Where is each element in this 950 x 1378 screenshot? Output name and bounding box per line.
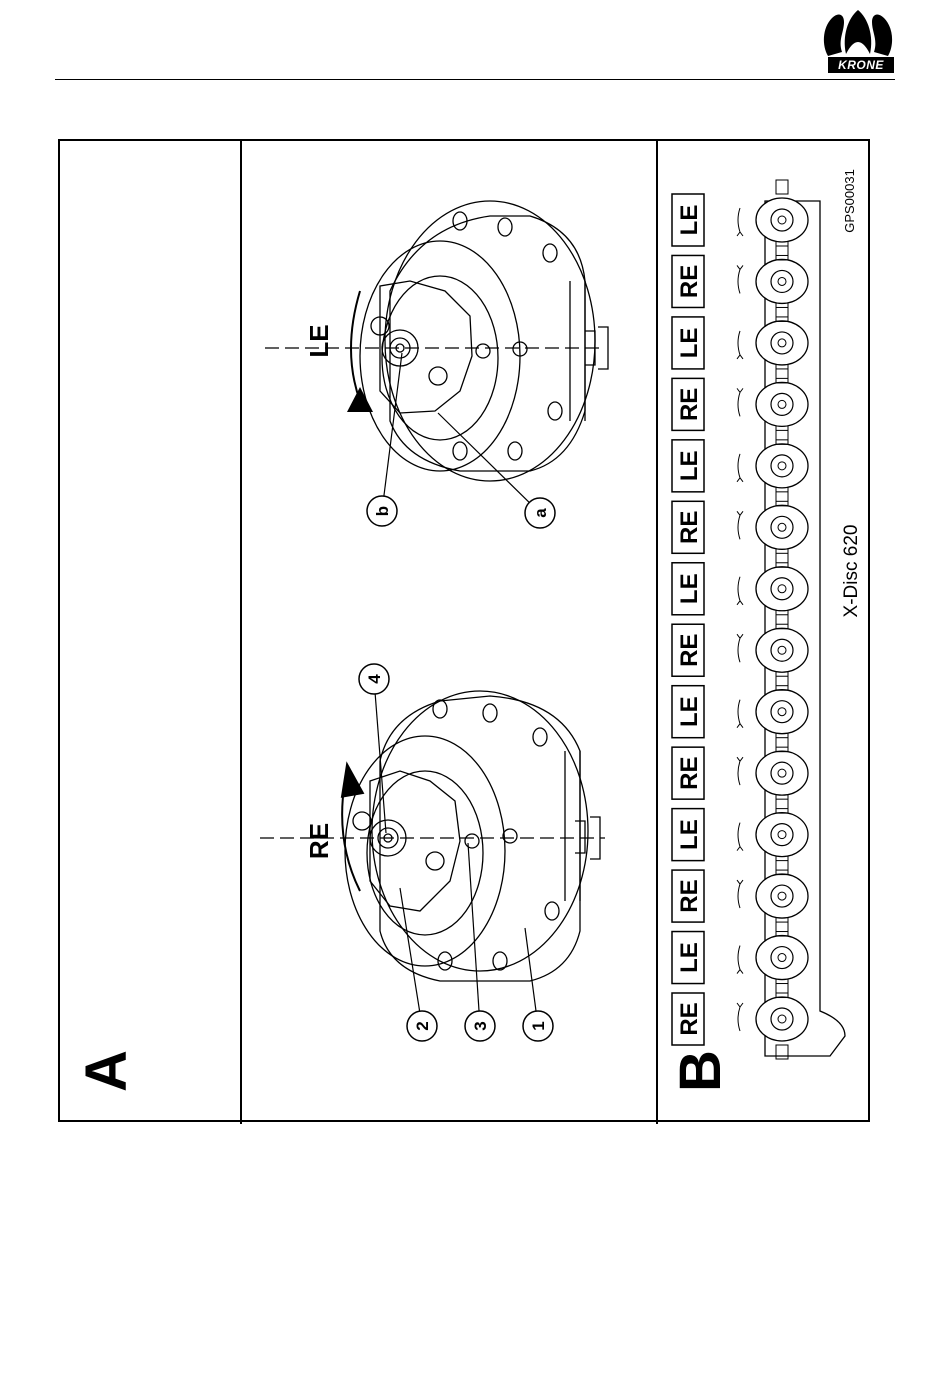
svg-text:a: a bbox=[531, 508, 550, 518]
rotation-label-12: LE bbox=[672, 317, 704, 369]
rotation-label-10: LE bbox=[672, 440, 704, 492]
svg-text:LE: LE bbox=[676, 942, 703, 973]
cutter-disc-6 bbox=[737, 672, 808, 752]
hub-right-direction-label: RE bbox=[304, 823, 334, 859]
cutter-disc-13 bbox=[737, 241, 808, 321]
svg-text:LE: LE bbox=[676, 451, 703, 482]
cutter-bar bbox=[737, 180, 845, 1059]
svg-text:RE: RE bbox=[676, 1002, 703, 1035]
rotation-label-6: LE bbox=[672, 686, 704, 738]
rotation-label-3: RE bbox=[672, 870, 704, 922]
drawing-id: GPS00031 bbox=[842, 169, 857, 233]
cutter-disc-3 bbox=[737, 856, 808, 936]
figure-drawing: A B RE 1 2 bbox=[60, 141, 872, 1124]
rotation-label-1: RE bbox=[672, 993, 704, 1045]
cutter-disc-14 bbox=[737, 180, 808, 260]
svg-text:RE: RE bbox=[676, 511, 703, 544]
rotation-label-11: RE bbox=[672, 378, 704, 430]
cutter-disc-11 bbox=[737, 364, 808, 444]
rotation-label-7: RE bbox=[672, 624, 704, 676]
svg-text:LE: LE bbox=[676, 205, 703, 236]
callout-1: 1 bbox=[523, 928, 553, 1041]
svg-text:RE: RE bbox=[676, 756, 703, 789]
svg-text:RE: RE bbox=[676, 265, 703, 298]
figure-frame: A B RE 1 2 bbox=[58, 139, 870, 1122]
panel-b-letter: B bbox=[668, 1050, 733, 1092]
cutter-disc-1 bbox=[737, 979, 808, 1059]
svg-text:b: b bbox=[373, 506, 392, 516]
brand-wordmark: KRONE bbox=[828, 57, 894, 73]
svg-text:LE: LE bbox=[676, 573, 703, 604]
rotation-label-13: RE bbox=[672, 255, 704, 307]
rotation-label-14: LE bbox=[672, 194, 704, 246]
cutter-disc-10 bbox=[737, 426, 808, 506]
svg-text:LE: LE bbox=[676, 328, 703, 359]
callout-3: 3 bbox=[465, 843, 495, 1041]
hub-left-direction-label: LE bbox=[304, 324, 334, 357]
rotation-label-5: RE bbox=[672, 747, 704, 799]
svg-text:LE: LE bbox=[676, 696, 703, 727]
svg-text:RE: RE bbox=[676, 388, 703, 421]
cutter-disc-12 bbox=[737, 303, 808, 383]
svg-text:3: 3 bbox=[471, 1021, 490, 1030]
cutter-disc-5 bbox=[737, 733, 808, 813]
model-label: X-Disc 620 bbox=[841, 525, 862, 618]
panel-a-letter: A bbox=[74, 1050, 139, 1092]
svg-text:1: 1 bbox=[529, 1021, 548, 1030]
cutter-disc-7 bbox=[737, 610, 808, 690]
cutter-disc-4 bbox=[737, 795, 808, 875]
svg-text:RE: RE bbox=[676, 634, 703, 667]
rotation-label-9: RE bbox=[672, 501, 704, 553]
rotation-label-2: LE bbox=[672, 932, 704, 984]
cutter-disc-8 bbox=[737, 549, 808, 629]
header-rule bbox=[55, 79, 895, 80]
svg-text:4: 4 bbox=[365, 674, 384, 684]
cutter-disc-2 bbox=[737, 918, 808, 998]
rotation-label-strip: RE LE RE LE RE LE RE LE RE LE RE LE RE LE bbox=[672, 194, 704, 1045]
svg-text:LE: LE bbox=[676, 819, 703, 850]
rotation-label-4: LE bbox=[672, 809, 704, 861]
svg-text:2: 2 bbox=[413, 1021, 432, 1030]
cutter-disc-9 bbox=[737, 487, 808, 567]
svg-text:RE: RE bbox=[676, 879, 703, 912]
rotation-label-8: LE bbox=[672, 563, 704, 615]
